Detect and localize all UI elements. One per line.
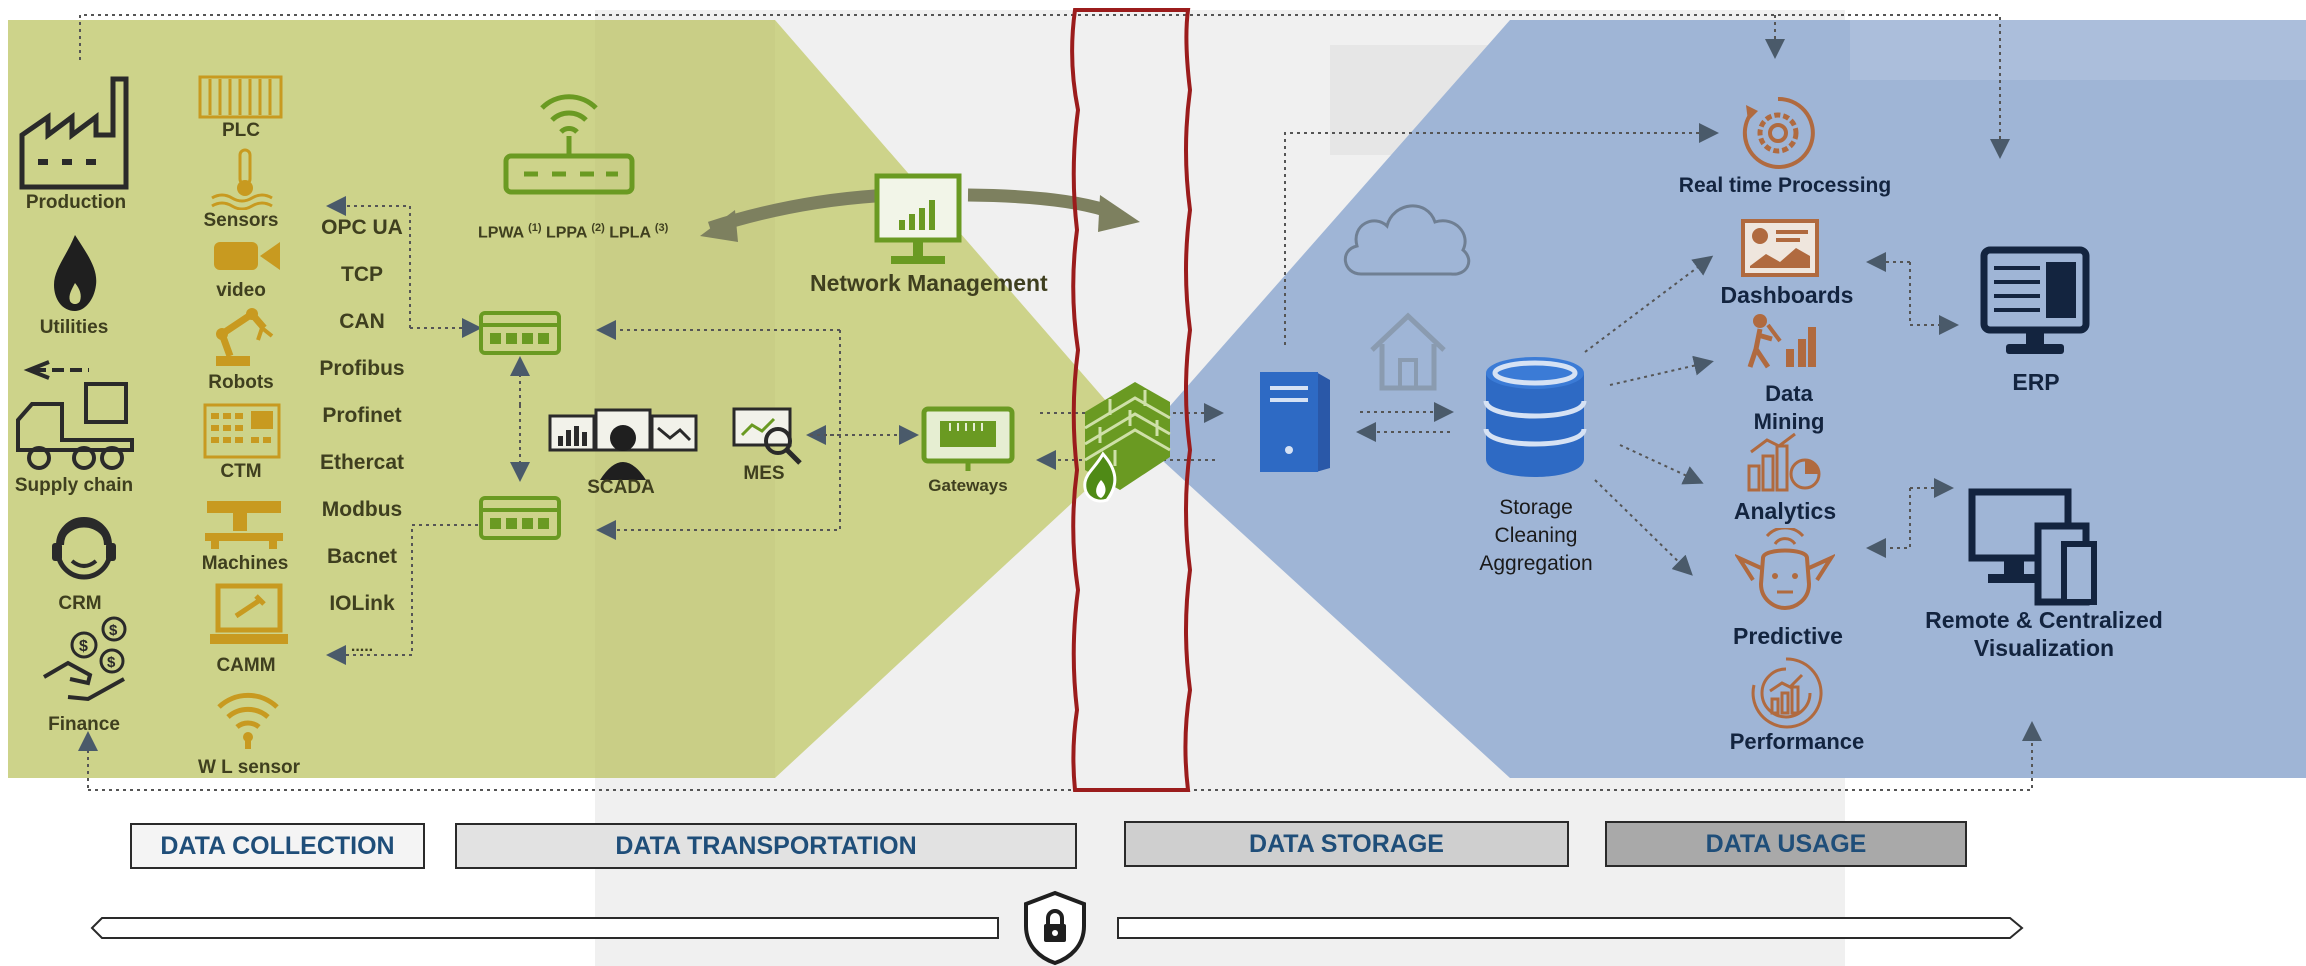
protocol-bacnet: Bacnet bbox=[326, 545, 398, 568]
dashboards-label: Dashboards bbox=[1720, 282, 1854, 308]
data-mining-label: Data Mining bbox=[1753, 381, 1825, 434]
protocol-profibus: Profibus bbox=[319, 357, 405, 380]
storage-label: Storage Cleaning Aggregation bbox=[1479, 496, 1593, 575]
protocol-profinet: Profinet bbox=[322, 404, 402, 427]
phase-data-usage: DATA USAGE bbox=[1605, 821, 1967, 867]
erp-monitor-icon bbox=[1980, 246, 2090, 363]
cloud-icon bbox=[1335, 188, 1475, 285]
realtime-gear-icon bbox=[1740, 95, 1816, 176]
plc-icon bbox=[198, 75, 283, 125]
switch-icon-bottom bbox=[478, 490, 562, 547]
device-label-video: video bbox=[216, 280, 266, 301]
protocol-can: CAN bbox=[339, 310, 385, 333]
mes-label: MES bbox=[743, 463, 785, 484]
analytics-icon bbox=[1745, 430, 1825, 500]
firewall-boundary bbox=[1070, 8, 1193, 792]
collection-zone bbox=[8, 20, 1140, 778]
security-bar-left bbox=[90, 917, 999, 939]
home-icon bbox=[1368, 310, 1448, 397]
server-icon bbox=[1256, 368, 1334, 478]
source-label-supply-chain: Supply chain bbox=[14, 475, 134, 496]
performance-icon bbox=[1748, 655, 1824, 736]
realtime-processing-label: Real time Processing bbox=[1678, 174, 1892, 197]
erp-label: ERP bbox=[2012, 369, 2060, 395]
database-icon bbox=[1482, 355, 1588, 485]
thermometer-icon bbox=[210, 148, 280, 215]
source-label-crm: CRM bbox=[58, 593, 102, 614]
source-label-production: Production bbox=[25, 192, 127, 213]
source-label-utilities: Utilities bbox=[39, 317, 109, 338]
coins-hand-icon: $ $ $ bbox=[40, 615, 135, 715]
performance-label: Performance bbox=[1729, 729, 1865, 754]
security-shield-icon bbox=[1022, 890, 1088, 966]
protocol-tcp: TCP bbox=[341, 263, 383, 286]
top-loop-line bbox=[79, 14, 2010, 159]
device-label-wl-sensor: W L sensor bbox=[197, 757, 301, 778]
device-label-ctm: CTM bbox=[220, 461, 262, 482]
gateways-label: Gateways bbox=[928, 476, 1008, 495]
svg-text:$: $ bbox=[107, 654, 116, 671]
protocol-iolink: IOLink bbox=[329, 592, 395, 615]
wireless-standards-label: LPWA (1) LPPA (2) LPLA (3) bbox=[478, 222, 669, 242]
analytics-label: Analytics bbox=[1733, 498, 1837, 524]
network-monitor-icon bbox=[873, 172, 963, 277]
flame-icon bbox=[50, 233, 100, 318]
dashboard-icon bbox=[1740, 218, 1820, 285]
scada-label: SCADA bbox=[587, 477, 655, 498]
phase-data-collection: DATA COLLECTION bbox=[130, 823, 425, 869]
nm-arrow-right bbox=[967, 188, 1107, 217]
usage-zone bbox=[1140, 20, 2306, 778]
protocol-ellipsis: ..... bbox=[350, 638, 374, 655]
wireless-router-icon bbox=[502, 78, 636, 203]
svg-text:$: $ bbox=[109, 622, 118, 639]
svg-text:$: $ bbox=[79, 638, 88, 655]
gateway-icon bbox=[920, 405, 1016, 480]
ctm-panel-icon bbox=[203, 403, 281, 464]
protocol-opc-ua: OPC UA bbox=[321, 216, 403, 239]
protocol-ethercat: Ethercat bbox=[319, 451, 405, 474]
mes-icon bbox=[730, 405, 805, 472]
device-label-robots: Robots bbox=[208, 372, 274, 393]
device-label-camm: CAMM bbox=[216, 655, 276, 676]
camera-icon bbox=[212, 238, 282, 279]
device-label-sensors: Sensors bbox=[203, 210, 279, 231]
scada-icon bbox=[548, 408, 698, 485]
device-label-machines: Machines bbox=[201, 553, 289, 574]
headset-person-icon bbox=[44, 515, 124, 595]
phase-data-storage: DATA STORAGE bbox=[1124, 821, 1569, 867]
device-label-plc: PLC bbox=[222, 120, 260, 141]
data-mining-icon bbox=[1746, 311, 1818, 376]
remote-devices-icon bbox=[1968, 488, 2108, 611]
switch-icon-top bbox=[478, 305, 562, 362]
machine-icon bbox=[203, 495, 285, 556]
robot-arm-icon bbox=[200, 306, 280, 373]
network-management-label: Network Management bbox=[810, 270, 1048, 296]
wifi-icon bbox=[215, 687, 281, 754]
predictive-head-icon bbox=[1733, 526, 1837, 618]
phase-data-transportation: DATA TRANSPORTATION bbox=[455, 823, 1077, 869]
source-label-finance: Finance bbox=[48, 714, 120, 735]
laptop-wrench-icon bbox=[208, 582, 290, 657]
truck-icon bbox=[14, 352, 134, 477]
remote-visualization-label: Remote & Centralized Visualization bbox=[1925, 607, 2163, 661]
factory-icon bbox=[18, 75, 133, 195]
protocol-modbus: Modbus bbox=[321, 498, 403, 521]
security-bar-right bbox=[1117, 917, 2024, 939]
firewall-icon bbox=[1075, 372, 1175, 512]
predictive-label: Predictive bbox=[1733, 623, 1843, 649]
